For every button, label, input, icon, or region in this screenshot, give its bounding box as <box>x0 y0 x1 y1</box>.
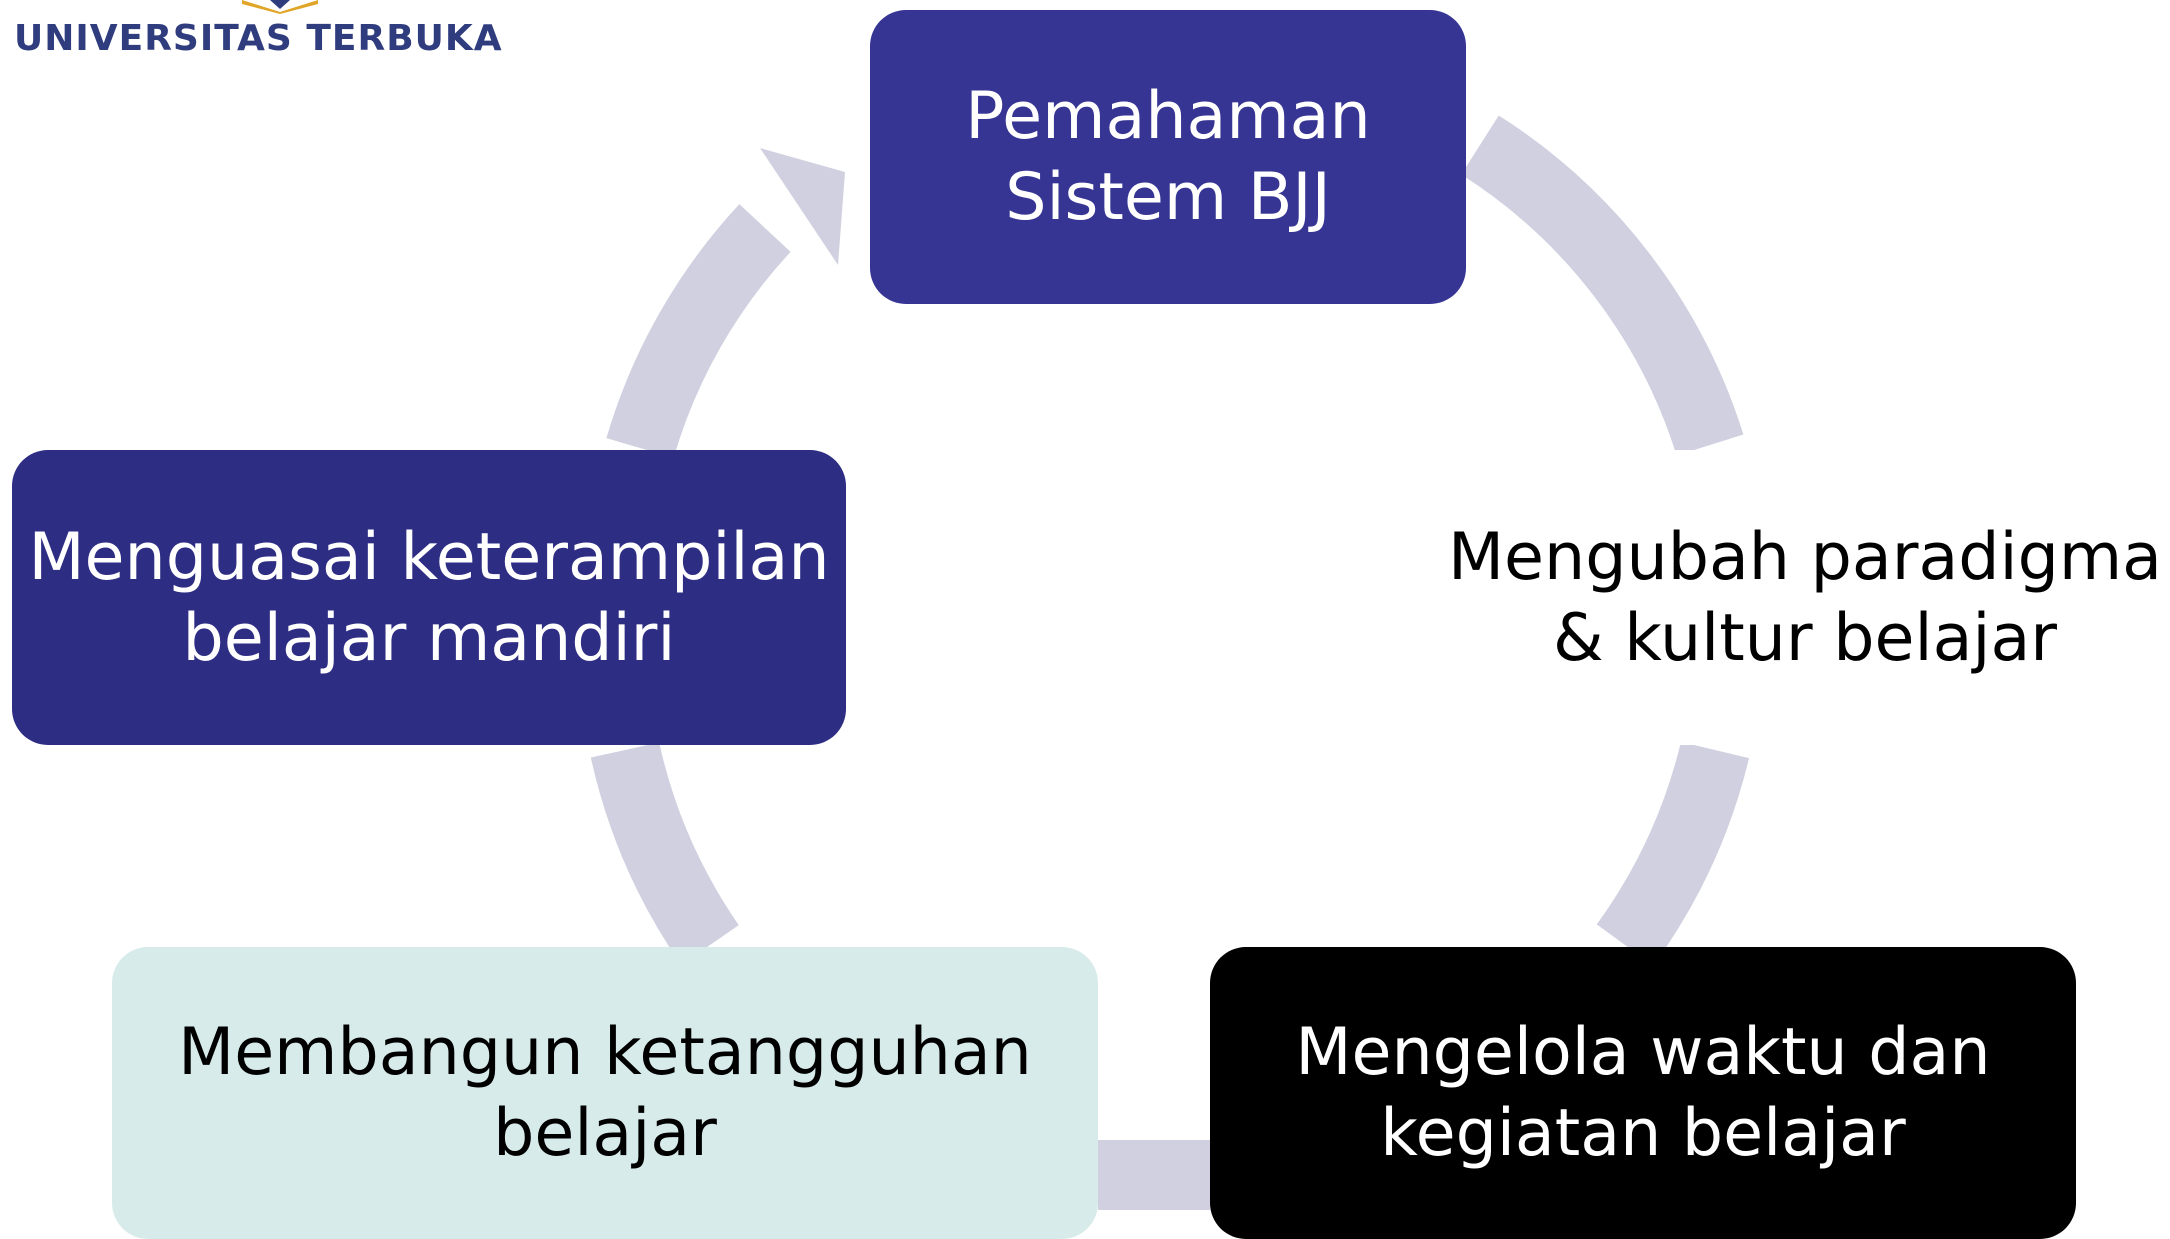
arrowhead-icon <box>760 148 845 265</box>
cycle-node-ketangguhan: Membangun ketangguhan belajar <box>112 947 1098 1239</box>
arc-left-top <box>606 204 791 459</box>
cycle-node-mengelola: Mengelola waktu dan kegiatan belajar <box>1210 947 2076 1239</box>
arc-top-right <box>1461 115 1744 456</box>
cycle-node-paradigma: Mengubah paradigma & kultur belajar <box>1440 450 2170 745</box>
logo-emblem-icon <box>242 0 318 14</box>
arc-right-bottomright <box>1596 741 1750 966</box>
university-logo: UNIVERSITAS TERBUKA <box>0 0 502 80</box>
arc-bottomleft-left <box>590 742 740 965</box>
cycle-node-pemahaman: Pemahaman Sistem BJJ <box>870 10 1466 304</box>
logo-text: UNIVERSITAS TERBUKA <box>14 18 503 59</box>
cycle-node-keterampilan: Menguasai keterampilan belajar mandiri <box>12 450 846 745</box>
